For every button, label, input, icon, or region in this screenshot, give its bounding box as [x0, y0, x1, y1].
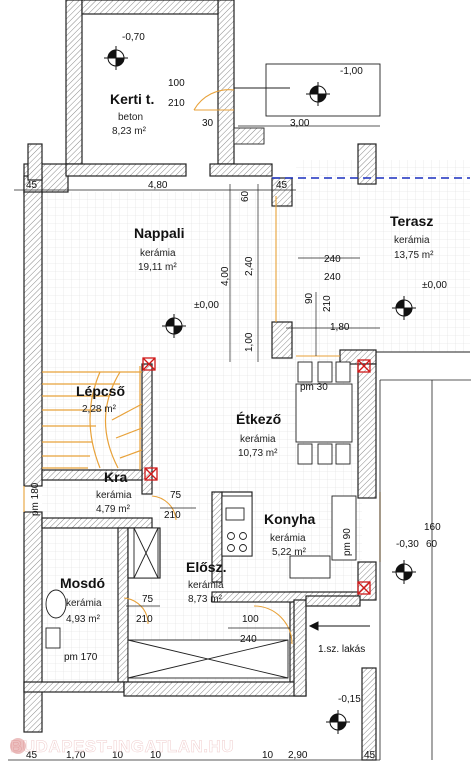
- dim-entry-door-height: 240: [240, 634, 257, 645]
- dim-bottom-170: 1,70: [66, 750, 86, 761]
- level-kerti-right: -1,00: [340, 66, 363, 77]
- dim-400: 4,00: [220, 266, 231, 286]
- dim-bottom-10b: 10: [150, 750, 162, 761]
- room-name-nappali: Nappali: [134, 225, 185, 241]
- room-floors: [42, 14, 470, 682]
- dim-480: 4,80: [148, 180, 168, 191]
- room-area-mosdo: 4,93 m²: [66, 614, 101, 625]
- dim-90-vertical: 90: [304, 292, 315, 304]
- watermark-logo-icon: [10, 738, 26, 754]
- dim-pm90: pm 90: [342, 528, 353, 556]
- level-nappali: ±0,00: [194, 300, 219, 311]
- room-name-lepcso: Lépcső: [76, 383, 125, 399]
- level-right-side: -0,30: [396, 539, 419, 550]
- level-markers: [104, 46, 416, 734]
- dim-pm30: pm 30: [300, 382, 328, 393]
- dim-30: 30: [202, 118, 214, 129]
- terrace-outline: [272, 177, 471, 760]
- dimension-texts: 100 210 30 3,00 45 4,80 45 60 4,00 2,40 …: [26, 78, 441, 761]
- dim-210-vertical: 210: [322, 295, 333, 312]
- dim-bottom-45-right: 45: [364, 750, 376, 761]
- room-labels: Kerti t. beton 8,23 m² Nappali kerámia 1…: [60, 91, 434, 625]
- room-area-terasz: 13,75 m²: [394, 250, 434, 261]
- room-floor-mosdo: kerámia: [66, 598, 102, 609]
- room-area-konyha: 5,22 m²: [272, 547, 307, 558]
- room-area-nappali: 19,11 m²: [138, 262, 177, 273]
- dim-pm170: pm 170: [64, 652, 98, 663]
- room-floor-eloszoba: kerámia: [188, 580, 224, 591]
- level-terasz: ±0,00: [422, 280, 447, 291]
- dim-bottom-290: 2,90: [288, 750, 308, 761]
- room-name-mosdo: Mosdó: [60, 575, 105, 591]
- dim-45-left: 45: [26, 180, 38, 191]
- dim-door-height-top: 210: [168, 98, 185, 109]
- room-floor-kerti: beton: [118, 112, 143, 123]
- room-floor-etkezo: kerámia: [240, 434, 276, 445]
- room-floor-kra: kerámia: [96, 490, 132, 501]
- room-area-kerti: 8,23 m²: [112, 126, 147, 137]
- room-area-lepcso: 2,28 m²: [82, 404, 117, 415]
- staircase: [42, 366, 143, 470]
- level-kerti: -0,70: [122, 32, 145, 43]
- dim-100-vertical: 1,00: [244, 332, 255, 352]
- dim-bottom-10a: 10: [112, 750, 124, 761]
- dim-door-width-top: 100: [168, 78, 185, 89]
- room-floor-konyha: kerámia: [270, 533, 306, 544]
- dimension-lines: [8, 125, 380, 761]
- dim-pm180: pm 180: [30, 482, 41, 516]
- level-bottom-right: -0,15: [338, 694, 361, 705]
- room-name-etkezo: Étkező: [236, 411, 281, 427]
- dim-160: 160: [424, 522, 441, 533]
- dim-entry-door-width: 100: [242, 614, 259, 625]
- room-name-eloszoba: Elősz.: [186, 559, 226, 575]
- chimney-markers: [142, 357, 371, 595]
- room-name-terasz: Terasz: [390, 213, 433, 229]
- room-area-kra: 4,79 m²: [96, 504, 131, 515]
- dim-bottom-10c: 10: [262, 750, 274, 761]
- room-area-etkezo: 10,73 m²: [238, 448, 278, 459]
- room-name-kra: Kra: [104, 469, 128, 485]
- dim-60-right: 60: [426, 539, 438, 550]
- dim-kra-door-width: 75: [170, 490, 182, 501]
- room-floor-nappali: kerámia: [140, 248, 176, 259]
- dim-240-vertical: 2,40: [244, 256, 255, 276]
- dim-300: 3,00: [290, 118, 310, 129]
- dim-60: 60: [240, 190, 251, 202]
- watermark-text: BUDAPEST-INGATLAN.HU: [10, 737, 234, 756]
- room-name-kerti: Kerti t.: [110, 91, 154, 107]
- entrance-label: 1.sz. lakás: [318, 644, 365, 655]
- dim-mosdo-door-width: 75: [142, 594, 154, 605]
- dim-kra-door-height: 210: [164, 510, 181, 521]
- dim-mosdo-door-height: 210: [136, 614, 153, 625]
- outer-boxes: [233, 63, 381, 145]
- dim-bottom-45: 45: [26, 750, 38, 761]
- room-area-eloszoba: 8,73 m²: [188, 594, 223, 605]
- entrance-arrow: [308, 621, 370, 631]
- room-floor-terasz: kerámia: [394, 235, 430, 246]
- dim-240-a: 240: [324, 254, 341, 265]
- dim-45-mid: 45: [276, 180, 288, 191]
- dim-180: 1,80: [330, 322, 350, 333]
- furniture: [45, 361, 357, 679]
- dim-240-b: 240: [324, 272, 341, 283]
- level-labels: -0,70 -1,00 ±0,00 ±0,00 -0,30 -0,15: [122, 32, 447, 705]
- room-name-konyha: Konyha: [264, 511, 316, 527]
